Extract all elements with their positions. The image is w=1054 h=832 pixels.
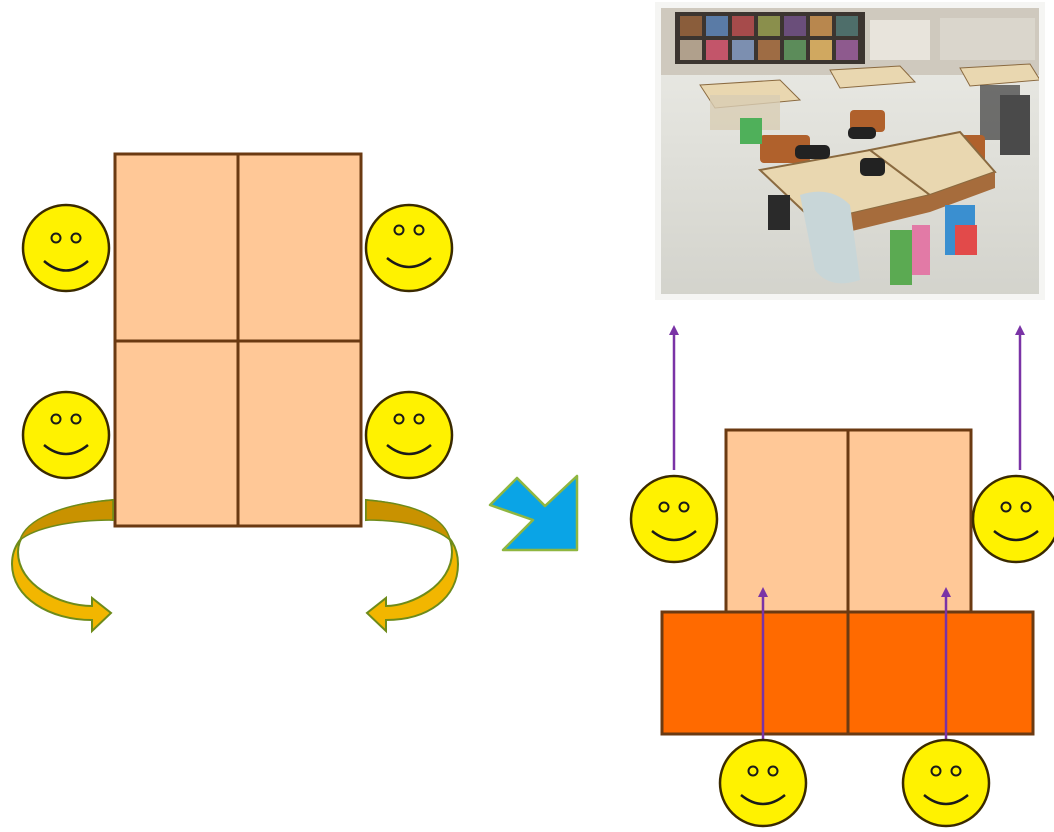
back-desk-group: [724, 428, 973, 614]
desk-top-left: [113, 152, 240, 343]
desk-bottom-right: [236, 339, 363, 528]
front-desk-right: [846, 610, 1035, 736]
smiley-icon: [364, 203, 454, 293]
smiley-icon: [21, 390, 111, 480]
smiley-icon: [971, 474, 1054, 564]
classroom-photo: [655, 2, 1045, 300]
smiley-icon: [718, 738, 808, 828]
curved-arrow-icon: [10, 498, 114, 634]
left-desk-group: [113, 152, 363, 528]
back-desk-left: [724, 428, 850, 614]
right-arrangement: [629, 325, 1054, 828]
smiley-icon: [629, 474, 719, 564]
curved-arrow-icon: [365, 498, 460, 634]
front-desk-left: [660, 610, 850, 736]
back-desk-right: [846, 428, 973, 614]
desk-top-right: [236, 152, 363, 343]
diagonal-arrow-icon: [488, 474, 579, 552]
left-arrangement: [10, 152, 460, 634]
smiley-icon: [364, 390, 454, 480]
smiley-icon: [901, 738, 991, 828]
front-desk-group: [660, 610, 1035, 736]
desk-bottom-left: [113, 339, 240, 528]
smiley-icon: [21, 203, 111, 293]
shelf-cubbies: [675, 12, 865, 64]
